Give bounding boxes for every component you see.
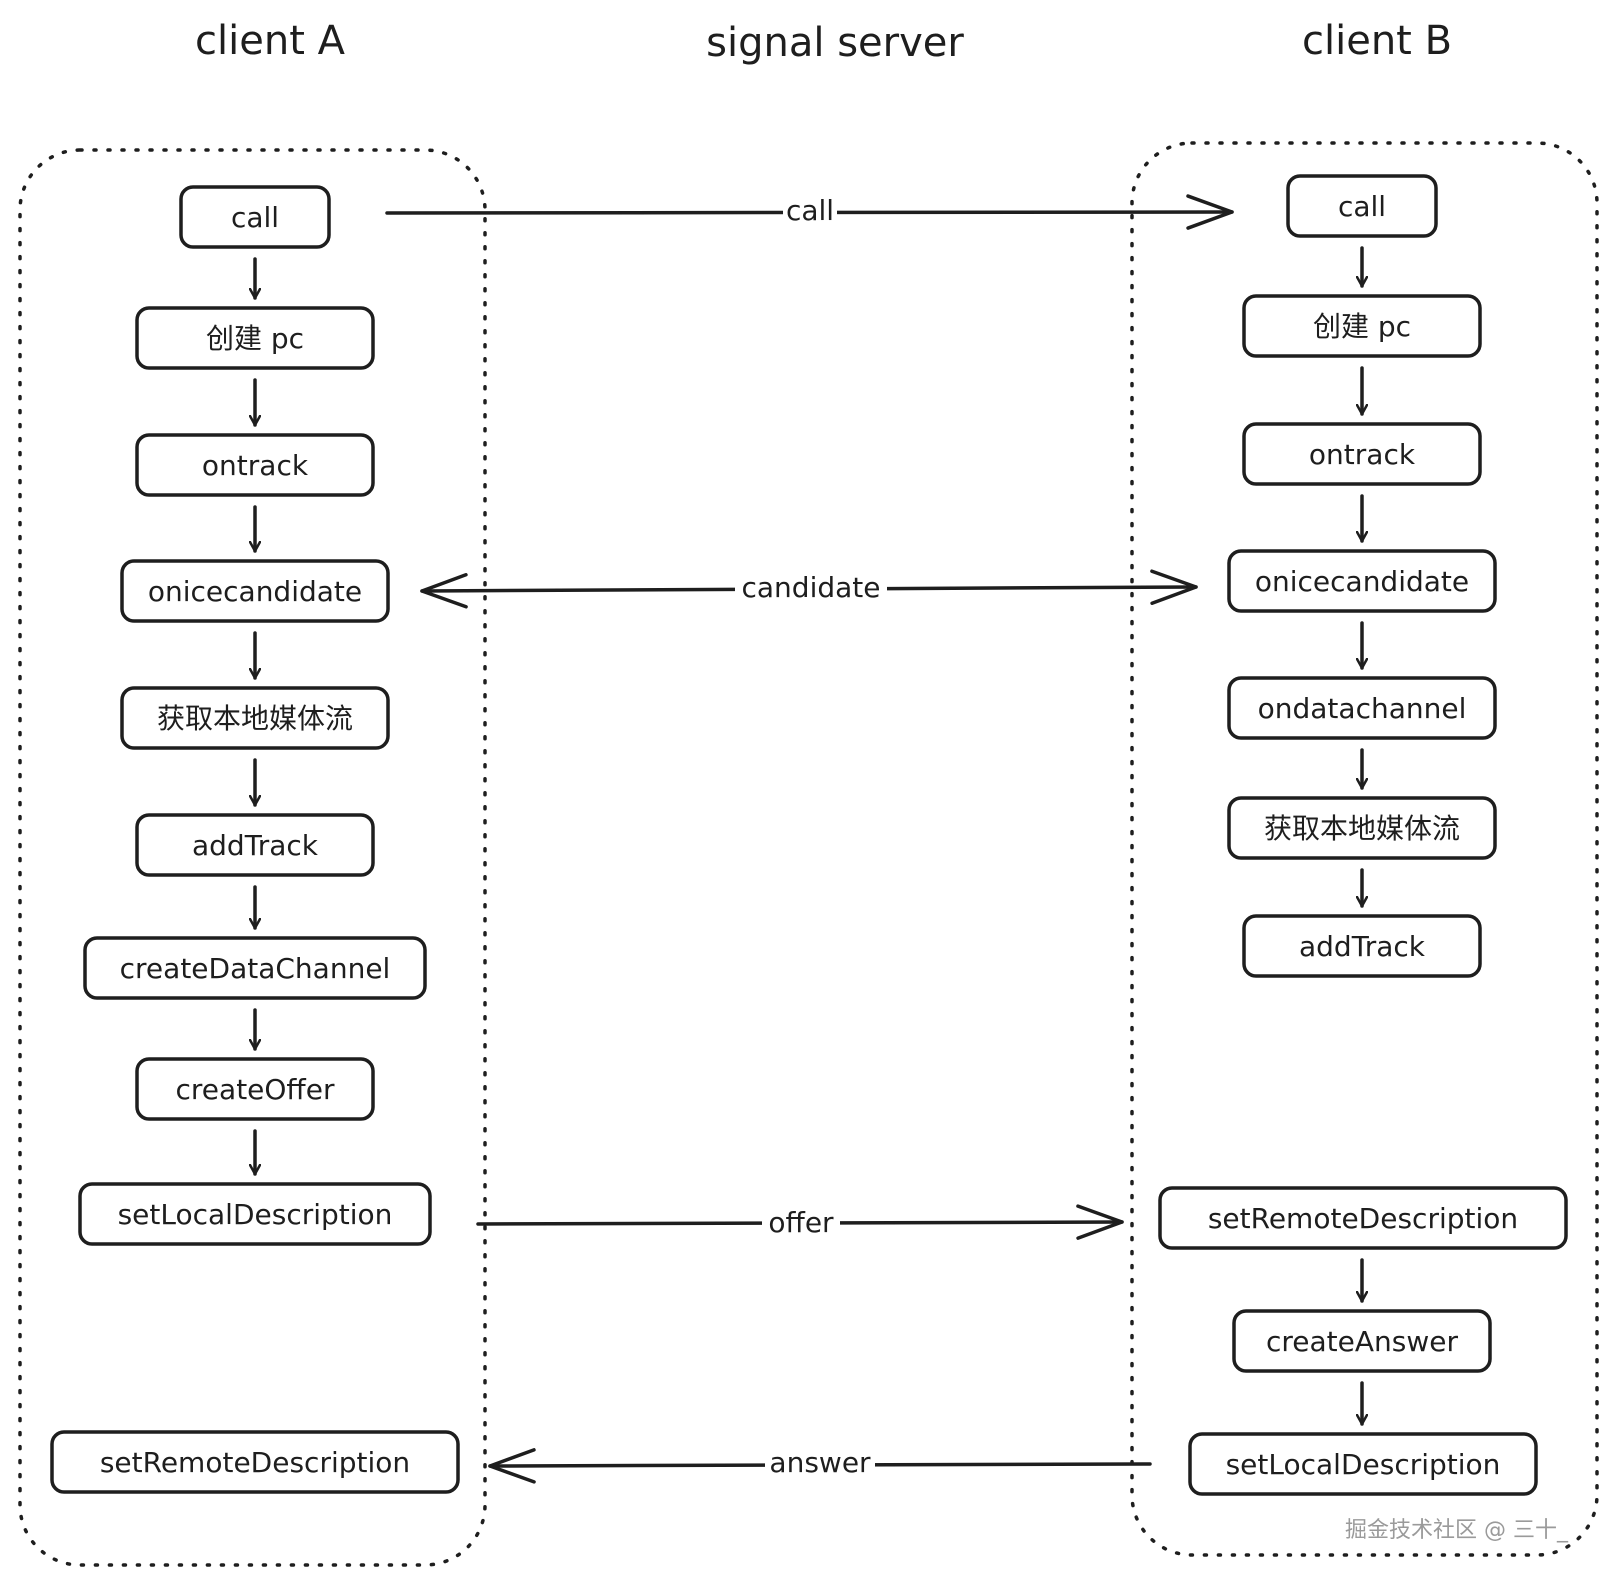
message-call-label: call bbox=[786, 194, 834, 227]
watermark-text: 掘金技术社区 @ 三十_ bbox=[1345, 1518, 1569, 1543]
message-offer-label-bg bbox=[762, 1202, 840, 1242]
client-b-step-setremotedescription: setRemoteDescription bbox=[1158, 1186, 1568, 1250]
client-b-step-create-pc-box bbox=[1242, 294, 1482, 358]
client-a-step-createdatachannel-box bbox=[83, 936, 427, 1000]
client-b-step-call-label: call bbox=[1338, 190, 1386, 223]
client-b-step-get-local-media: 获取本地媒体流 bbox=[1227, 796, 1497, 860]
client-a-step-createdatachannel-label: createDataChannel bbox=[120, 952, 391, 985]
client-a-step-setremotedescription: setRemoteDescription bbox=[50, 1430, 460, 1494]
client-b-lane bbox=[1130, 141, 1599, 1557]
client-a-step-setlocaldescription: setLocalDescription bbox=[78, 1182, 432, 1246]
client-b-step-addtrack: addTrack bbox=[1242, 914, 1482, 978]
client-a-step-onicecandidate: onicecandidate bbox=[120, 559, 390, 623]
client-a-step-setlocaldescription-label: setLocalDescription bbox=[118, 1198, 393, 1231]
client-a-step-createoffer-box bbox=[135, 1057, 375, 1121]
client-b-step-addtrack-label: addTrack bbox=[1299, 930, 1426, 963]
client-b-step-setremotedescription-label: setRemoteDescription bbox=[1208, 1202, 1518, 1235]
client-b-step-call: call bbox=[1286, 174, 1438, 238]
client-a-step-get-local-media-label: 获取本地媒体流 bbox=[157, 702, 353, 735]
client-a-step-setremotedescription-label: setRemoteDescription bbox=[100, 1446, 410, 1479]
client-a-lane bbox=[18, 148, 487, 1567]
client-a-step-setremotedescription-box bbox=[50, 1430, 460, 1494]
message-offer: offer bbox=[476, 1202, 1124, 1242]
client-b-step-onicecandidate-label: onicecandidate bbox=[1255, 565, 1469, 598]
client-a-step-setlocaldescription-box bbox=[78, 1182, 432, 1246]
client-a-step-onicecandidate-box bbox=[120, 559, 390, 623]
signal-server-title: signal server bbox=[706, 20, 964, 66]
client-b-step-get-local-media-box bbox=[1227, 796, 1497, 860]
client-b-step-setremotedescription-box bbox=[1158, 1186, 1568, 1250]
client-b-steps: call 创建 pc ontrack onicecandidate ondata… bbox=[1158, 174, 1568, 1496]
client-a-step-createoffer-label: createOffer bbox=[176, 1073, 335, 1106]
message-answer-label-bg bbox=[765, 1444, 875, 1484]
client-b-step-setlocaldescription: setLocalDescription bbox=[1188, 1432, 1538, 1496]
client-a-step-create-pc: 创建 pc bbox=[135, 306, 375, 370]
client-b-step-ontrack-label: ontrack bbox=[1309, 438, 1416, 471]
client-b-step-ondatachannel: ondatachannel bbox=[1227, 676, 1497, 740]
client-a-step-ontrack-box bbox=[135, 433, 375, 497]
client-b-step-createanswer-box bbox=[1232, 1309, 1492, 1373]
client-b-step-addtrack-box bbox=[1242, 914, 1482, 978]
message-candidate-label-bg bbox=[735, 566, 887, 606]
client-a-step-ontrack: ontrack bbox=[135, 433, 375, 497]
client-a-step-call-label: call bbox=[231, 201, 279, 234]
client-a-step-createdatachannel: createDataChannel bbox=[83, 936, 427, 1000]
client-b-step-createanswer-label: createAnswer bbox=[1266, 1325, 1458, 1358]
client-b-step-ondatachannel-label: ondatachannel bbox=[1258, 692, 1467, 725]
client-a-step-get-local-media-box bbox=[120, 686, 390, 750]
client-a-step-addtrack-label: addTrack bbox=[192, 829, 319, 862]
client-a-steps: call 创建 pc ontrack onicecandidate 获取本地媒体… bbox=[50, 185, 460, 1494]
client-b-step-createanswer: createAnswer bbox=[1232, 1309, 1492, 1373]
message-candidate-label: candidate bbox=[742, 571, 881, 604]
client-b-step-setlocaldescription-box bbox=[1188, 1432, 1538, 1496]
client-b-step-create-pc: 创建 pc bbox=[1242, 294, 1482, 358]
client-a-step-call-box bbox=[179, 185, 331, 249]
client-a-step-create-pc-label: 创建 pc bbox=[206, 322, 304, 355]
client-a-title: client A bbox=[195, 18, 346, 64]
client-b-step-setlocaldescription-label: setLocalDescription bbox=[1226, 1448, 1501, 1481]
client-a-step-get-local-media: 获取本地媒体流 bbox=[120, 686, 390, 750]
client-b-step-ondatachannel-box bbox=[1227, 676, 1497, 740]
client-b-step-onicecandidate-box bbox=[1227, 549, 1497, 613]
client-b-title: client B bbox=[1302, 18, 1452, 64]
client-b-step-call-box bbox=[1286, 174, 1438, 238]
client-a-step-addtrack-box bbox=[135, 813, 375, 877]
client-a-step-onicecandidate-label: onicecandidate bbox=[148, 575, 362, 608]
client-a-step-create-pc-box bbox=[135, 306, 375, 370]
message-offer-label: offer bbox=[768, 1206, 834, 1239]
message-call-label-bg bbox=[783, 190, 837, 228]
message-answer-label: answer bbox=[769, 1446, 871, 1479]
client-a-step-addtrack: addTrack bbox=[135, 813, 375, 877]
client-b-step-get-local-media-label: 获取本地媒体流 bbox=[1264, 812, 1460, 845]
client-b-step-create-pc-label: 创建 pc bbox=[1313, 310, 1411, 343]
client-b-step-onicecandidate: onicecandidate bbox=[1227, 549, 1497, 613]
client-a-step-ontrack-label: ontrack bbox=[202, 449, 309, 482]
message-answer: answer bbox=[488, 1444, 1152, 1484]
client-a-step-call: call bbox=[179, 185, 331, 249]
client-b-step-ontrack: ontrack bbox=[1242, 422, 1482, 486]
message-candidate: candidate bbox=[420, 566, 1198, 609]
client-b-step-ontrack-box bbox=[1242, 422, 1482, 486]
message-call: call bbox=[385, 190, 1234, 230]
client-a-step-createoffer: createOffer bbox=[135, 1057, 375, 1121]
